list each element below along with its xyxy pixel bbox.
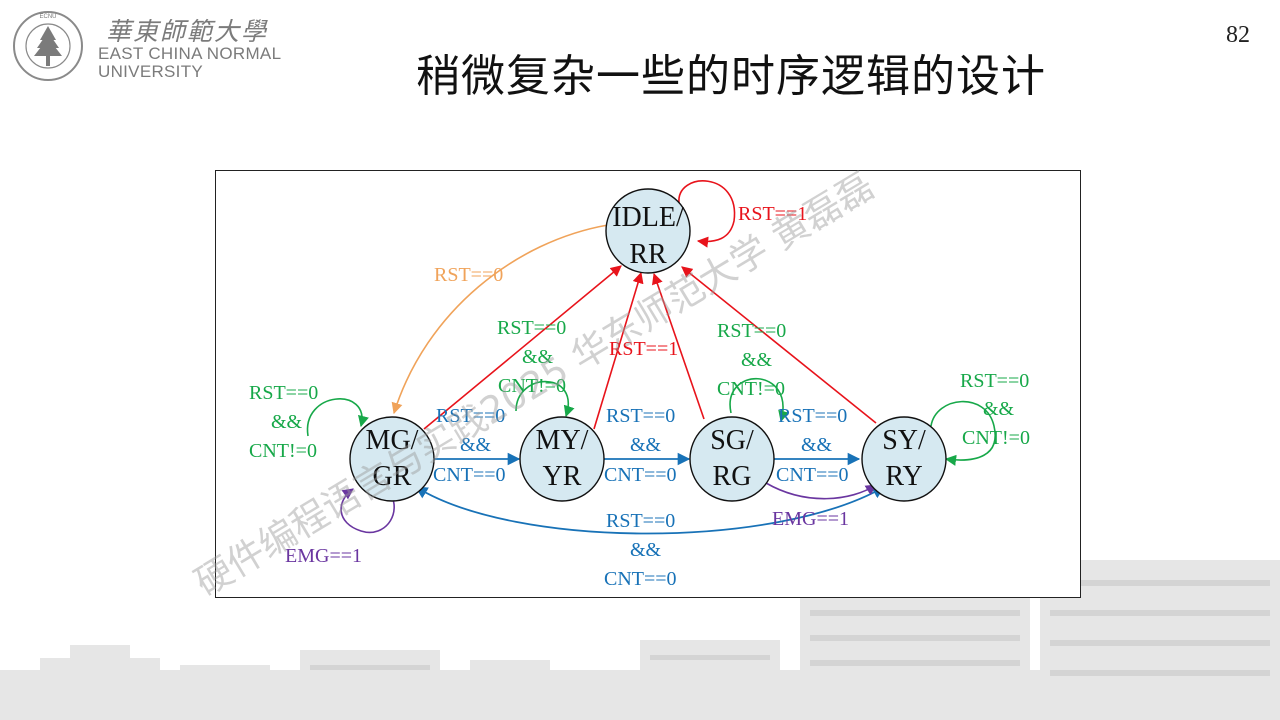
label-idle-to-mg-rst0: RST==0	[434, 264, 503, 286]
label-sy-mg-cnt: CNT==0	[604, 568, 677, 590]
idle-self-loop	[678, 180, 736, 248]
mg-to-idle-edge	[423, 265, 622, 430]
label-my-self-rst0: RST==0	[497, 317, 566, 339]
university-seal-icon: ECNU	[13, 11, 83, 81]
sy-self-loop	[930, 400, 996, 466]
label-mg-self-and: &&	[271, 411, 303, 433]
state-mg: MG/ GR	[349, 416, 435, 502]
svg-text:ECNU: ECNU	[39, 14, 56, 20]
state-sy: SY/ RY	[861, 416, 947, 502]
state-diagram-canvas: IDLE/ RR MG/ GR MY/ YR SG/ RG SY/ RY RST…	[249, 180, 1030, 590]
mg-emg-self-loop	[340, 484, 395, 534]
label-sg-self-rst0: RST==0	[717, 320, 786, 342]
label-mg-my-rst0: RST==0	[436, 405, 505, 427]
state-idle-line1: IDLE/	[612, 202, 684, 233]
label-sy-self-and: &&	[983, 398, 1015, 420]
label-my-sg-and: &&	[630, 434, 662, 456]
label-idle-self-rst1: RST==1	[738, 203, 807, 225]
state-my-line1: MY/	[536, 425, 589, 456]
logo-chinese-name: 華東師範大學	[106, 17, 269, 46]
label-sg-self-cnt: CNT!=0	[717, 378, 785, 400]
sg-self-loop	[729, 377, 790, 423]
state-my-line2: YR	[543, 461, 582, 492]
state-my: MY/ YR	[519, 416, 605, 502]
sy-to-idle-edge	[681, 266, 877, 424]
state-sg-line2: RG	[713, 461, 752, 492]
label-mg-self-emg: EMG==1	[285, 545, 362, 567]
state-mg-line2: GR	[373, 461, 412, 492]
label-sg-self-and: &&	[741, 349, 773, 371]
label-sg-sy-rst0: RST==0	[778, 405, 847, 427]
label-sg-sy-emg: EMG==1	[772, 508, 849, 530]
label-my-sg-rst0: RST==0	[606, 405, 675, 427]
idle-to-mg-edge	[391, 224, 609, 415]
label-mg-my-and: &&	[460, 434, 492, 456]
state-sy-line2: RY	[885, 461, 922, 492]
label-mg-my-cnt: CNT==0	[433, 464, 506, 486]
label-mg-self-rst0: RST==0	[249, 382, 318, 404]
state-idle-line2: RR	[629, 239, 667, 270]
state-diagram: IDLE/ RR MG/ GR MY/ YR SG/ RG SY/ RY RST…	[215, 170, 1081, 598]
label-my-sg-cnt: CNT==0	[604, 464, 677, 486]
logo-english-name-line2: UNIVERSITY	[98, 62, 204, 81]
slide-title: 稍微复杂一些的时序逻辑的设计	[416, 51, 1046, 102]
sg-to-idle-edge	[651, 272, 705, 420]
logo-english-name-line1: EAST CHINA NORMAL	[98, 44, 282, 63]
sg-to-sy-emg-edge	[765, 482, 877, 500]
state-idle: IDLE/ RR	[605, 188, 691, 274]
university-logo: ECNU 華東師範大學 EAST CHINA NORMAL UNIVERSITY	[10, 6, 300, 86]
label-sy-mg-rst0: RST==0	[606, 510, 675, 532]
state-sg: SG/ RG	[689, 416, 775, 502]
state-sg-line1: SG/	[710, 425, 754, 456]
label-mg-self-cnt: CNT!=0	[249, 440, 317, 462]
state-mg-line1: MG/	[366, 425, 419, 456]
state-sy-line1: SY/	[882, 425, 926, 456]
label-my-self-cnt: CNT!=0	[498, 375, 566, 397]
label-sy-self-rst0: RST==0	[960, 370, 1029, 392]
label-sy-mg-and: &&	[630, 539, 662, 561]
page-number: 82	[1226, 22, 1250, 48]
sy-to-mg-edge	[414, 486, 886, 535]
mg-self-loop	[306, 398, 369, 437]
my-self-loop	[515, 380, 575, 418]
label-my-self-and: &&	[522, 346, 554, 368]
my-to-idle-edge	[593, 271, 644, 430]
label-sg-sy-cnt: CNT==0	[776, 464, 849, 486]
label-sy-self-cnt: CNT!=0	[962, 427, 1030, 449]
label-to-idle-rst1: RST==1	[609, 338, 678, 360]
label-sg-sy-and: &&	[801, 434, 833, 456]
